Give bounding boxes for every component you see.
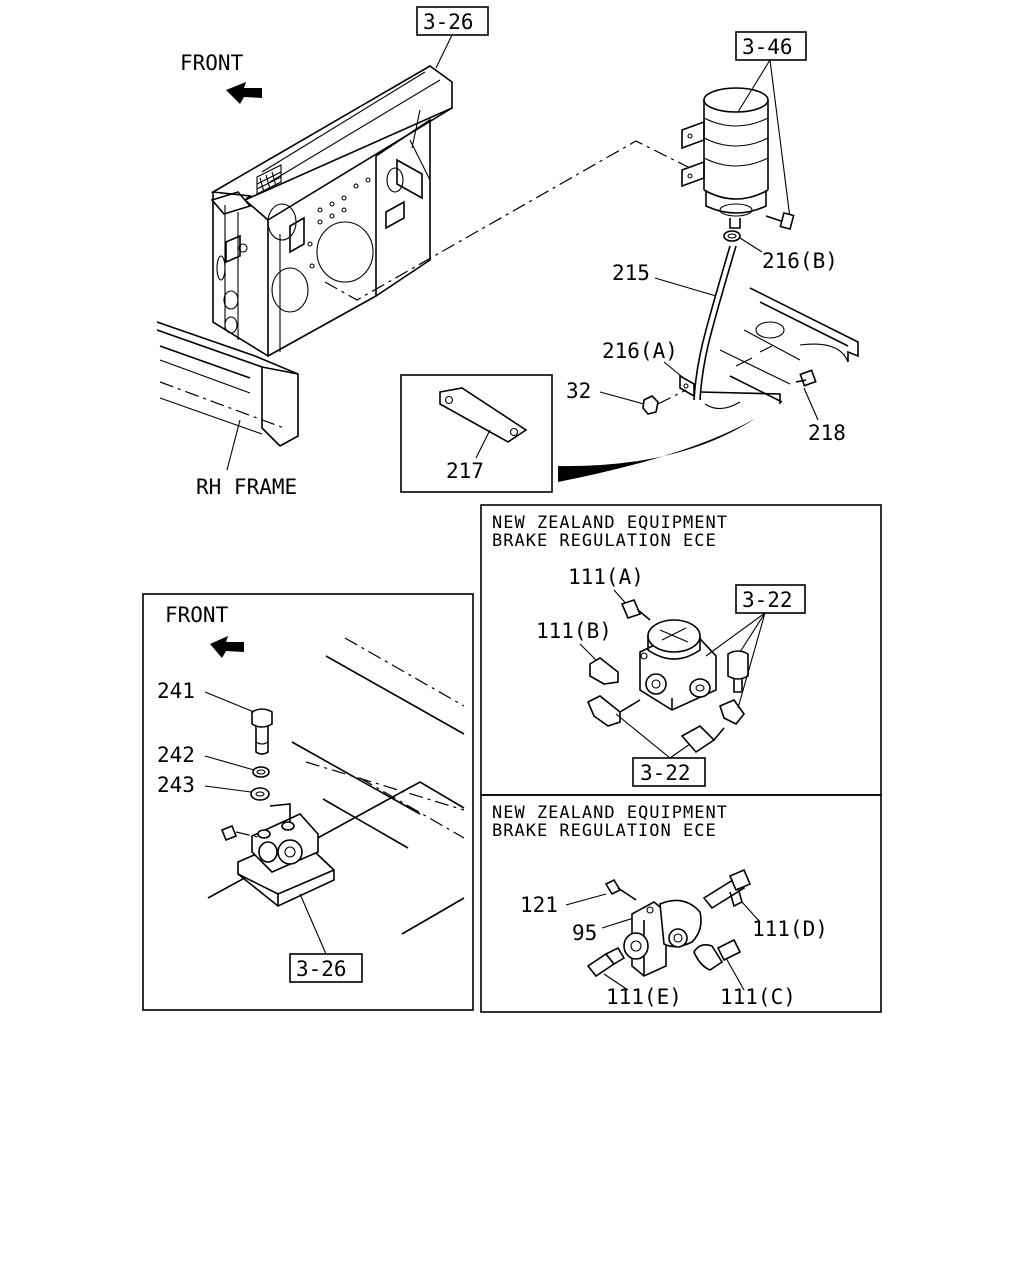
- nz-top-title-1: NEW ZEALAND EQUIPMENT: [492, 513, 728, 533]
- part-111d-label: 111(D): [752, 917, 828, 941]
- ref-box-3-22-a: [735, 584, 806, 614]
- fitting-elbow-left: [586, 695, 641, 727]
- chassis-member: [699, 287, 859, 410]
- left-panel-frame: [142, 593, 474, 1011]
- fitting-elbow-right: [719, 699, 746, 726]
- part-216a-label: 216(A): [602, 339, 678, 363]
- part-95-label: 95: [572, 921, 597, 945]
- part-111a-label: 111(A): [568, 565, 644, 589]
- part-242-label: 242: [157, 743, 195, 767]
- part-216b-label: 216(B): [762, 249, 838, 273]
- valve-95: [623, 899, 702, 977]
- part-217-label: 217: [446, 459, 484, 483]
- ref-label-3-46: 3-46: [742, 35, 793, 59]
- fitting-111c: [693, 938, 742, 971]
- fitting-111b: [589, 657, 619, 685]
- bolt-dryer: [765, 211, 795, 231]
- washer-242: [252, 766, 270, 778]
- fitting-111a: [620, 599, 651, 621]
- rh-frame-label: RH FRAME: [196, 475, 297, 499]
- rh-frame-rail: [156, 321, 299, 471]
- front-arrow-icon-top: [226, 82, 262, 104]
- hose-215: [699, 245, 737, 401]
- clamp-216a: [679, 374, 695, 398]
- part-218-label: 218: [808, 421, 846, 445]
- bolt-121: [604, 878, 637, 901]
- ref-label-3-26-top: 3-26: [423, 10, 474, 34]
- ref-box-3-46: [735, 31, 807, 61]
- part-241-label: 241: [157, 679, 195, 703]
- part-243-label: 243: [157, 773, 195, 797]
- ref-box-3-22-b: [632, 757, 706, 787]
- washer-243: [250, 787, 270, 801]
- nz-top-title-2: BRAKE REGULATION ECE: [492, 531, 717, 551]
- valve-assembly-left: [220, 803, 335, 907]
- nz-bottom-frame: [480, 794, 882, 1013]
- ref-box-3-26-top: [416, 6, 489, 36]
- fitting-straight-bottom: [680, 725, 725, 754]
- bracket-217: [439, 387, 528, 443]
- ref-label-3-22-a: 3-22: [742, 588, 793, 612]
- nz-panel-bottom: NEW ZEALAND EQUIPMENT BRAKE REGULATION E…: [480, 794, 882, 1013]
- ref-label-3-22-b: 3-22: [640, 761, 691, 785]
- clamp-216b: [723, 230, 741, 242]
- top-assembly: 3-26 FRONT: [156, 6, 859, 499]
- sensor-plug: [727, 650, 749, 693]
- part-111c-label: 111(C): [720, 985, 796, 1009]
- air-dryer: [681, 87, 769, 229]
- left-detail-panel: FRONT 241 242 243: [142, 593, 474, 1011]
- leader-centerline: [324, 140, 691, 301]
- callout-swoosh: [558, 418, 756, 482]
- front-arrow-icon-left: [210, 636, 244, 658]
- part-32-label: 32: [566, 379, 591, 403]
- fitting-111d: [702, 868, 752, 910]
- crossmember-bracket: [210, 65, 453, 358]
- bolt-241: [251, 708, 273, 755]
- relay-valve: [639, 619, 717, 711]
- part-215-label: 215: [612, 261, 650, 285]
- part-121-label: 121: [520, 893, 558, 917]
- detail-box-217: [400, 374, 553, 493]
- part-111e-label: 111(E): [606, 985, 682, 1009]
- nut-32: [642, 395, 659, 415]
- front-label-left: FRONT: [165, 603, 229, 627]
- nz-bottom-title-2: BRAKE REGULATION ECE: [492, 821, 717, 841]
- part-111b-label: 111(B): [536, 619, 612, 643]
- bolt-218: [795, 369, 817, 387]
- fitting-111e: [586, 946, 626, 978]
- ref-box-3-26-bottom: [289, 953, 363, 983]
- nz-panel-top: NEW ZEALAND EQUIPMENT BRAKE REGULATION E…: [480, 504, 882, 796]
- ref-label-3-26-bottom: 3-26: [296, 957, 347, 981]
- front-label-top: FRONT: [180, 51, 244, 75]
- nz-bottom-title-1: NEW ZEALAND EQUIPMENT: [492, 803, 728, 823]
